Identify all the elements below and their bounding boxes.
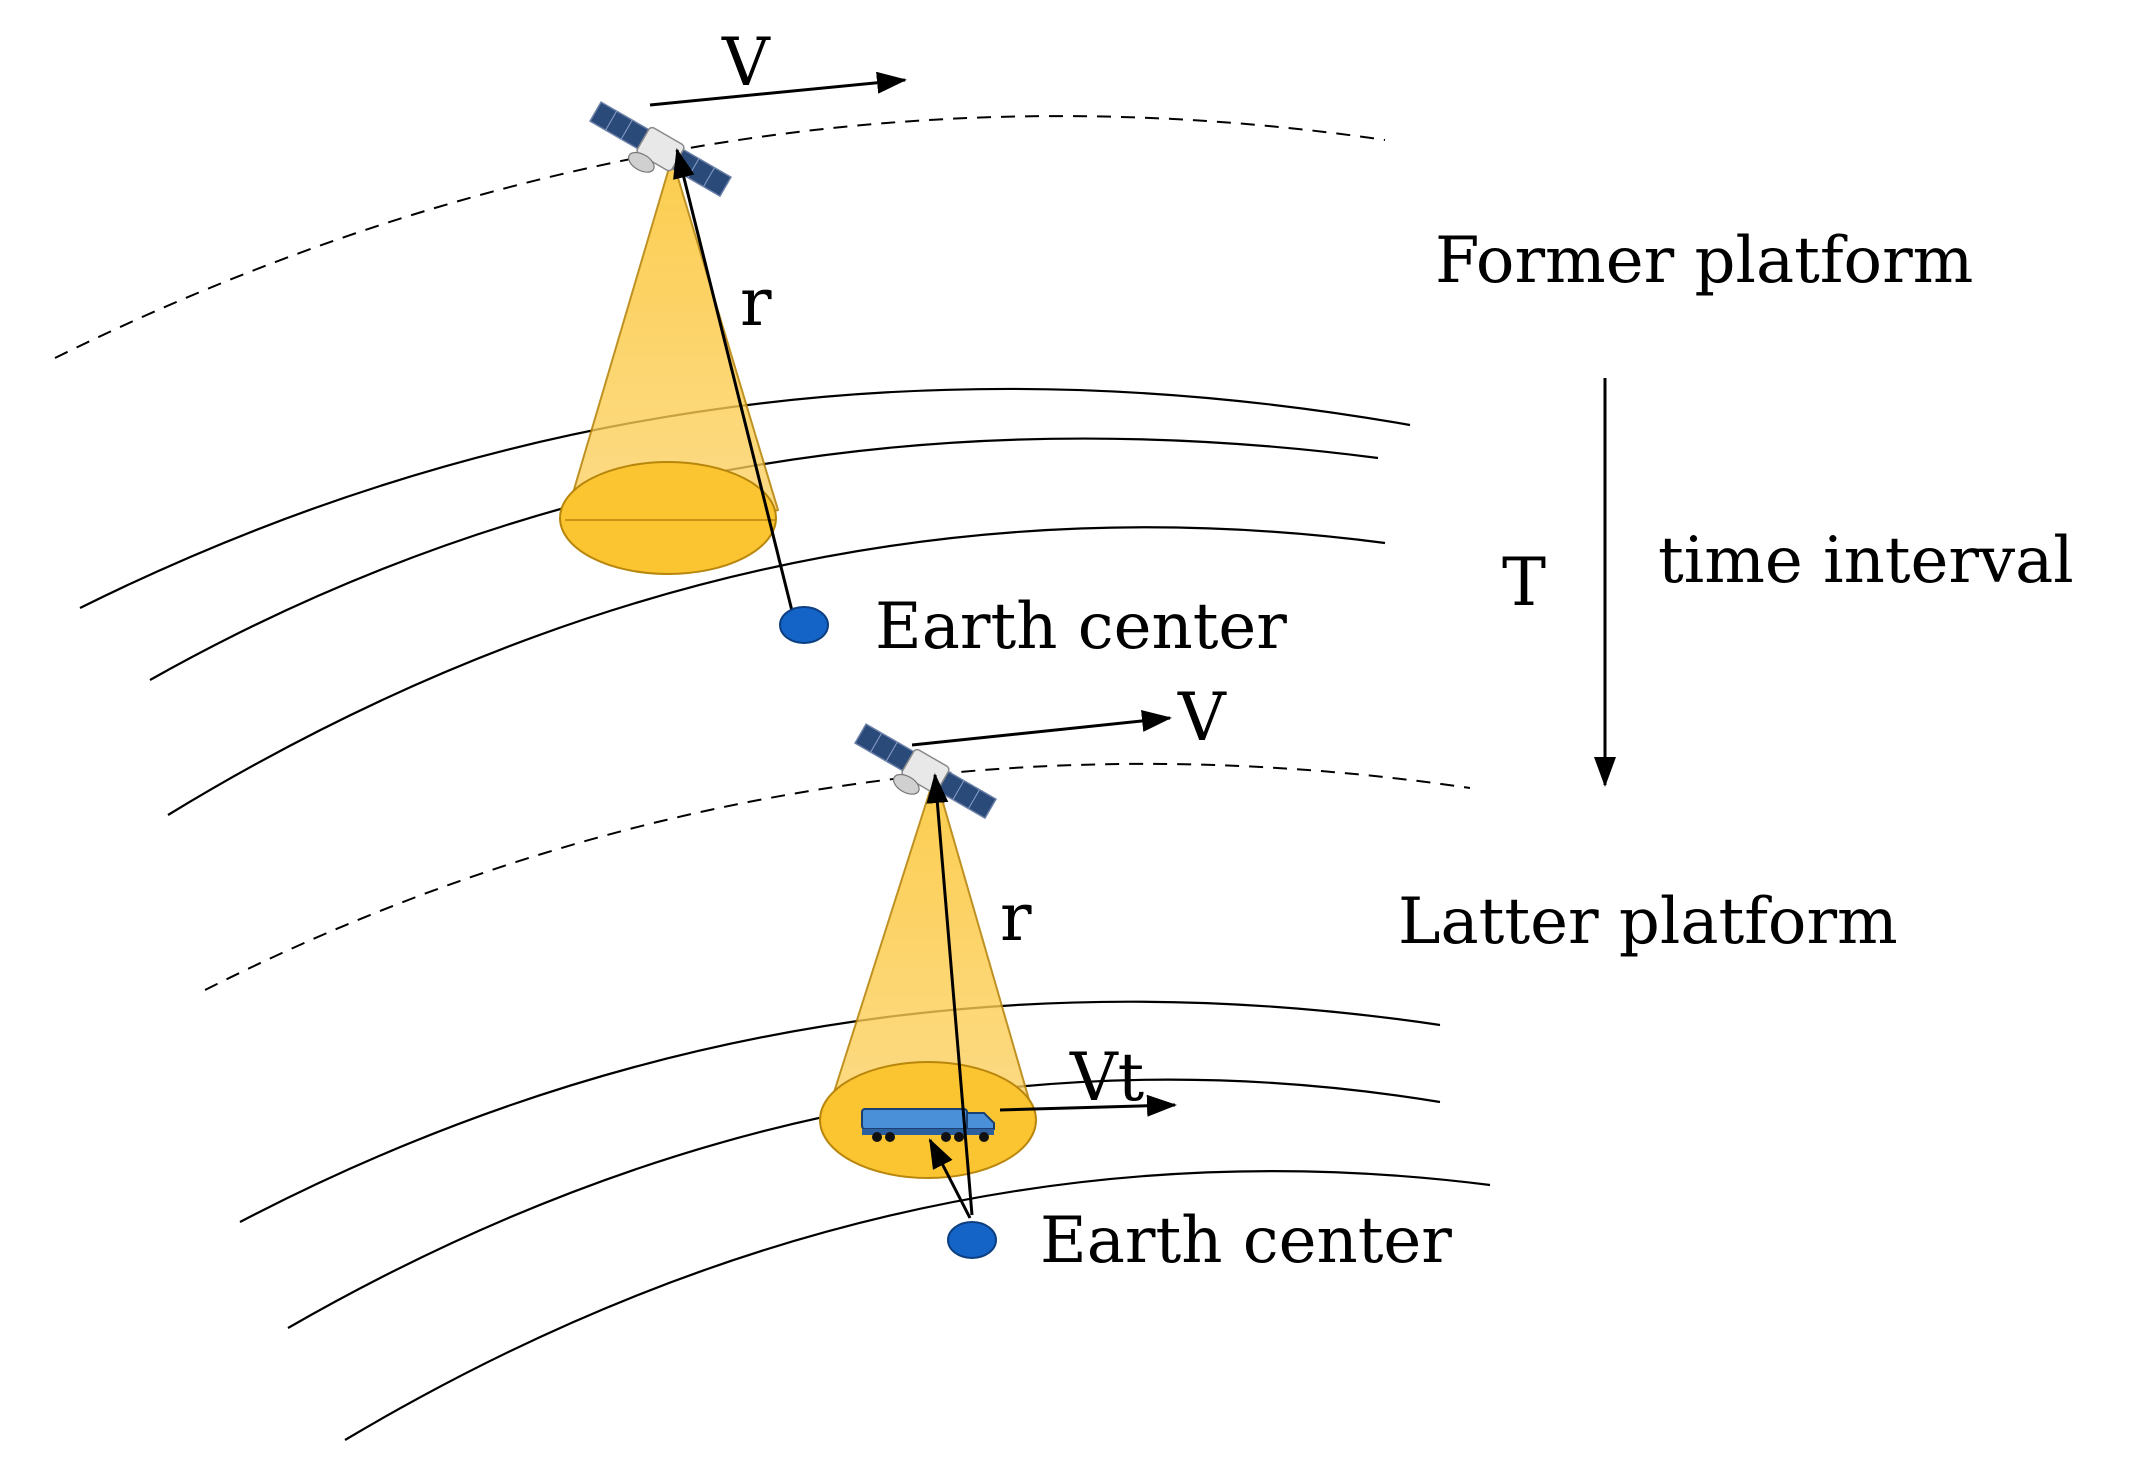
latter-platform-group: V r Vt Earth center <box>204 679 1491 1441</box>
orbit-path-bottom <box>204 762 1471 991</box>
target-vector-bottom <box>928 1138 972 1219</box>
truck-icon <box>861 1108 995 1142</box>
former-platform-group: V r Earth center <box>54 24 1411 816</box>
time-symbol-label: T <box>1502 544 1546 621</box>
earth-center-dot-top <box>779 606 829 644</box>
velocity-label-top: V <box>721 24 771 101</box>
velocity-label-bottom: V <box>1177 679 1227 756</box>
radius-vector-top <box>673 148 797 624</box>
earth-arc-bottom-1 <box>239 1000 1441 1223</box>
earth-arc-bottom-3 <box>344 1170 1491 1441</box>
time-interval-indicator: Former platform T time interval Latter p… <box>1398 224 2074 959</box>
target-velocity-label: Vt <box>1069 1039 1144 1116</box>
latter-platform-label: Latter platform <box>1398 885 1898 959</box>
earth-center-label-bottom: Earth center <box>1040 1204 1452 1278</box>
radius-vector-bottom <box>926 773 974 1216</box>
beam-cone-top <box>559 154 780 575</box>
velocity-arrow-bottom <box>911 709 1172 747</box>
earth-arc-top-3 <box>167 526 1386 816</box>
radius-label-bottom: r <box>1000 879 1032 956</box>
radius-label-top: r <box>740 264 772 341</box>
earth-center-label-top: Earth center <box>875 590 1287 664</box>
velocity-arrow-top <box>649 71 907 107</box>
satellite-icon <box>589 101 732 198</box>
orbit-path-top <box>54 115 1386 359</box>
target-velocity-arrow <box>999 1094 1177 1117</box>
earth-center-dot-bottom <box>947 1221 997 1259</box>
former-platform-label: Former platform <box>1435 224 1973 298</box>
time-interval-label: time interval <box>1658 524 2074 598</box>
